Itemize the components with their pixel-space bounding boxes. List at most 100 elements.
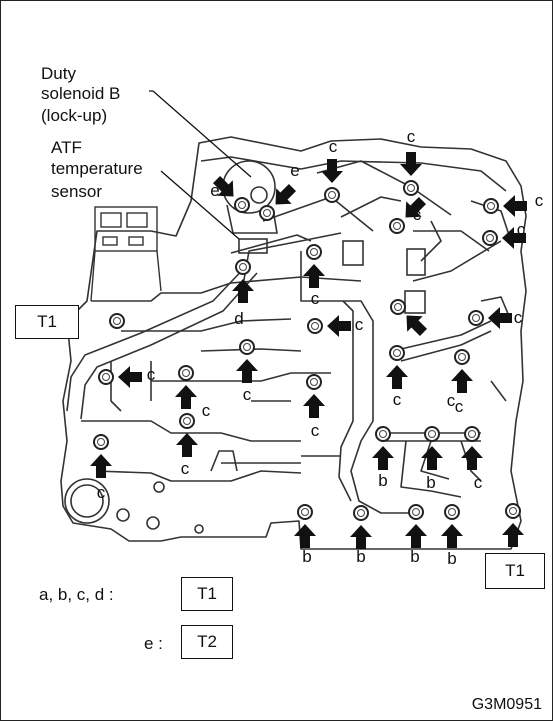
bolt-arrow-16 xyxy=(303,394,325,418)
bolt-letter-30: b xyxy=(447,549,457,568)
bolt-inner-15 xyxy=(243,343,251,351)
bolt-arrow-27 xyxy=(294,524,316,548)
bolt-letter-0: e xyxy=(210,181,220,200)
bolt-8 xyxy=(306,244,322,260)
bolt-13 xyxy=(98,369,114,385)
bolt-letter-28: b xyxy=(356,547,366,566)
bolt-arrow-5 xyxy=(232,279,254,303)
bolt-arrow-4 xyxy=(503,195,527,217)
bolt-inner-2 xyxy=(328,191,336,199)
bolt-arrow-19 xyxy=(176,433,198,457)
bolt-inner-11 xyxy=(472,314,480,322)
bolt-letter-5: d xyxy=(234,309,244,328)
bolt-inner-31 xyxy=(509,507,517,515)
bolt-17 xyxy=(389,345,405,361)
bolt-letter-2: c xyxy=(328,137,338,156)
bolt-inner-27 xyxy=(301,508,309,516)
bolt-letter-11: c xyxy=(513,308,523,327)
bolt-arrow-20 xyxy=(90,454,112,478)
bolt-6 xyxy=(389,218,405,234)
bolt-4 xyxy=(483,198,499,214)
duty-solenoid-label-line1: Duty xyxy=(41,64,76,83)
bolt-inner-10 xyxy=(311,322,319,330)
bolt-letter-6: c xyxy=(412,205,422,224)
atf-sensor-label-line2: temperature xyxy=(51,159,143,178)
bolt-23 xyxy=(464,426,480,442)
legend-abcd-box: T1 xyxy=(181,577,233,611)
bolt-inner-23 xyxy=(468,430,476,438)
bolt-letter-13: c xyxy=(146,365,156,384)
bolt-5 xyxy=(235,259,251,275)
bolt-arrow-22 xyxy=(421,446,443,470)
bolt-arrow-17 xyxy=(386,365,408,389)
bolt-7 xyxy=(482,230,498,246)
t1-box-right: T1 xyxy=(485,553,545,589)
bolt-arrow-6 xyxy=(405,197,426,218)
bolt-12 xyxy=(109,313,125,329)
bolt-arrow-0 xyxy=(213,176,234,197)
legend-e-box: T2 xyxy=(181,625,233,659)
bolt-arrow-28 xyxy=(350,525,372,549)
legend-e-label: e : xyxy=(144,634,163,653)
bolt-10 xyxy=(307,318,323,334)
bolt-inner-13 xyxy=(102,373,110,381)
bolt-inner-1 xyxy=(263,209,271,217)
bolt-letter-18: c xyxy=(454,397,464,416)
bolt-letter-8: c xyxy=(310,289,320,308)
valve-body-outline xyxy=(60,136,527,550)
bolt-arrow-18 xyxy=(451,369,473,393)
bolt-inner-4 xyxy=(487,202,495,210)
bolt-arrow-31 xyxy=(502,523,524,547)
bolt-arrow-2 xyxy=(321,159,343,183)
bolt-3 xyxy=(403,180,419,196)
bolt-inner-6 xyxy=(393,222,401,230)
bolt-letter-24: c xyxy=(180,459,190,478)
bolt-inner-14 xyxy=(182,369,190,377)
bolt-1 xyxy=(259,205,275,221)
bolt-letter-27: b xyxy=(302,547,312,566)
bolt-16 xyxy=(306,374,322,390)
bolt-letter-22: b xyxy=(426,473,436,492)
bolt-11 xyxy=(468,310,484,326)
bolt-arrow-11 xyxy=(488,307,512,329)
bolt-inner-28 xyxy=(357,509,365,517)
bolt-letter-7: c xyxy=(516,220,526,239)
bolt-inner-21 xyxy=(379,430,387,438)
bolt-arrow-30 xyxy=(441,524,463,548)
bolt-arrow-7 xyxy=(502,227,526,249)
atf-sensor-leader-line xyxy=(160,170,240,240)
bolt-arrow-1 xyxy=(275,184,296,205)
bolt-letter-16: c xyxy=(310,421,320,440)
bolt-inner-3 xyxy=(407,184,415,192)
bolt-markers xyxy=(93,180,521,521)
bolt-letter-25: c xyxy=(309,403,319,422)
bolt-inner-22 xyxy=(428,430,436,438)
solenoid-leader-line xyxy=(149,90,252,178)
bolt-letter-21: b xyxy=(378,471,388,490)
bolt-27 xyxy=(297,504,313,520)
bolt-letter-20: c xyxy=(96,483,106,502)
bolt-inner-5 xyxy=(239,263,247,271)
bolt-arrow-8 xyxy=(303,264,325,288)
duty-solenoid-label-line3: (lock-up) xyxy=(41,106,108,125)
bolt-21 xyxy=(375,426,391,442)
bolt-arrow-3 xyxy=(400,152,422,176)
bolt-29 xyxy=(408,504,424,520)
t1-box-left: T1 xyxy=(15,305,79,339)
bolt-30 xyxy=(444,504,460,520)
bolt-inner-16 xyxy=(310,378,318,386)
bolt-19 xyxy=(179,413,195,429)
bolt-letter-19: c xyxy=(201,401,211,420)
bolt-inner-20 xyxy=(97,438,105,446)
bolt-inner-9 xyxy=(394,303,402,311)
bolt-2 xyxy=(324,187,340,203)
bolt-arrow-10 xyxy=(327,315,351,337)
bolt-letter-1: e xyxy=(290,161,300,180)
bolt-inner-8 xyxy=(310,248,318,256)
bolt-inner-17 xyxy=(393,349,401,357)
bolt-20 xyxy=(93,434,109,450)
bolt-inner-29 xyxy=(412,508,420,516)
bolt-inner-18 xyxy=(458,353,466,361)
figure-code: G3M0951 xyxy=(471,696,542,713)
